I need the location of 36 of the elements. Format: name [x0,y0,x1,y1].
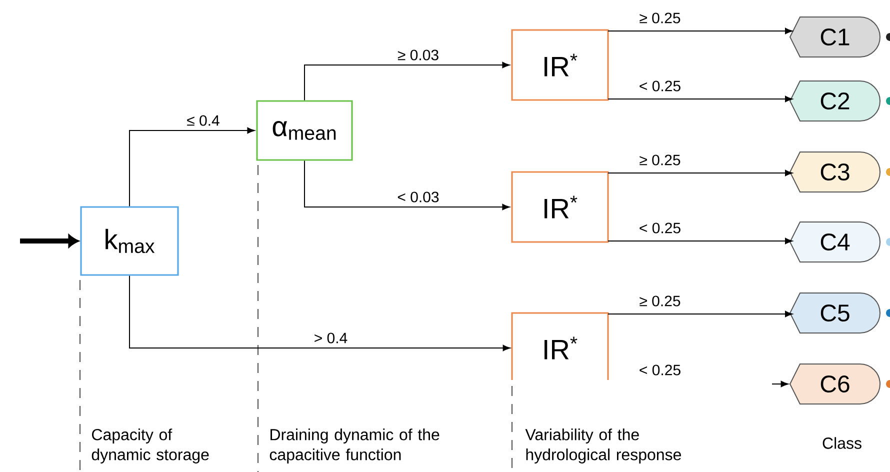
decision-box: IR$^{*}$ [511,29,609,101]
edge-label: < 0.03 [396,190,440,204]
edge-label: < 0.25 [638,222,682,234]
column-caption: Class [822,437,862,449]
level-caption: Draining dynamic of the capacitive function [270,428,440,464]
class-tag: C1 [790,16,880,58]
level-caption: Variability of the hydrological response [525,428,681,464]
class-tag: C3 [790,152,880,192]
arrow [608,238,793,244]
arrow [608,96,793,102]
class-tag: C5 [790,292,880,334]
arrow [608,28,793,34]
decision-box: k$_{max}$ [80,206,179,276]
edge-label: > 0.4 [312,332,349,344]
decision-box: IR$^{*}$ [511,312,609,380]
decision-box: α$_{mean}$ [256,100,353,161]
class-tag: C4 [790,222,880,262]
arrow [129,275,510,352]
class-tag: C2 [790,80,880,122]
level-caption: Capacity of dynamic storage [92,428,209,464]
edge-label: ≥ 0.25 [638,294,682,308]
arrow [304,160,510,210]
edge-label: ≤ 0.4 [186,114,221,127]
condition-label: < 0.25 [640,364,680,376]
edge-label: < 0.25 [638,80,682,92]
edge-label: ≥ 0.25 [638,12,682,24]
arrow [608,310,793,318]
arrow [129,127,255,207]
decision-box: IR$^{*}$ [511,171,609,243]
edge-label: ≥ 0.03 [396,48,440,62]
arrow [772,380,788,388]
edge-label: ≥ 0.25 [638,154,682,166]
arrow [304,62,510,101]
arrow [608,170,793,176]
arrow [20,234,78,248]
class-tag: C6 [790,364,880,404]
